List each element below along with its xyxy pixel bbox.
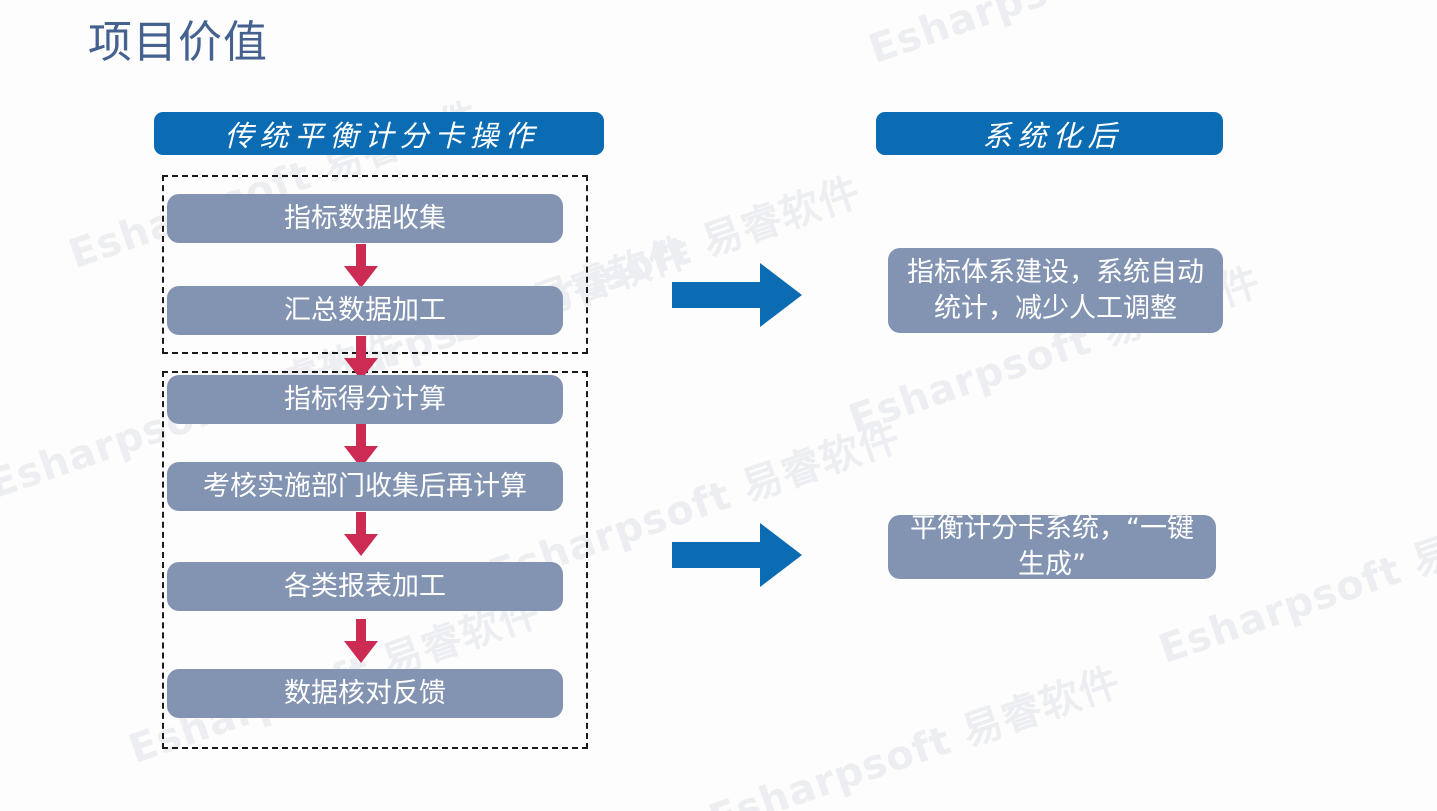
step-box-data-verification-feedback: 数据核对反馈	[167, 669, 563, 718]
page-title: 项目价值	[88, 17, 268, 68]
down-arrow-icon-4	[341, 512, 381, 556]
dashed-group-scoring-reporting	[162, 371, 588, 749]
outcome-box-indicator-system: 指标体系建设，系统自动统计，减少人工调整	[888, 248, 1223, 333]
right-arrow-icon-bottom	[672, 521, 802, 589]
down-arrow-icon-2	[341, 336, 381, 380]
down-arrow-icon-5	[341, 619, 381, 663]
watermark-text: Esharpsoft 易睿软件	[860, 0, 1287, 75]
step-box-report-processing: 各类报表加工	[167, 562, 563, 611]
down-arrow-icon-1	[341, 244, 381, 288]
step-box-aggregate-data-processing: 汇总数据加工	[167, 286, 563, 335]
dashed-group-data-collection	[162, 175, 588, 354]
step-box-indicator-data-collection: 指标数据收集	[167, 194, 563, 243]
down-arrow-icon-3	[341, 424, 381, 468]
watermark-text: Esharpsoft 易睿软件	[703, 658, 1127, 811]
right-arrow-icon-top	[672, 261, 802, 329]
column-header-traditional: 传统平衡计分卡操作	[154, 112, 604, 155]
column-header-systemized: 系统化后	[876, 112, 1223, 155]
step-box-department-recalculation: 考核实施部门收集后再计算	[167, 462, 563, 511]
step-box-indicator-score-calculation: 指标得分计算	[167, 375, 563, 424]
outcome-box-one-click-generation: 平衡计分卡系统，“一键生成”	[888, 513, 1216, 580]
